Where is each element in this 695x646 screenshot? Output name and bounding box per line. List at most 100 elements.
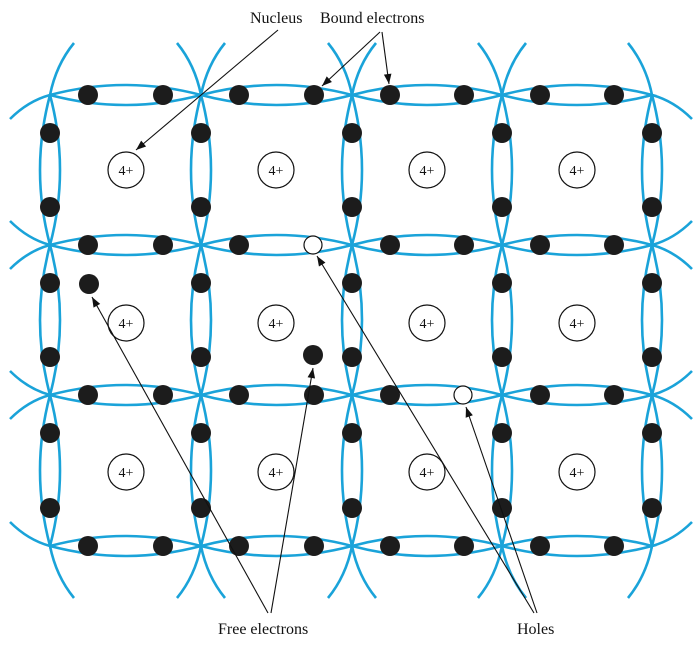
bond-edge [199, 42, 227, 96]
bound-electron [153, 385, 173, 405]
bound-electron [492, 273, 512, 293]
bound-electron [380, 385, 400, 405]
bound-electron [342, 123, 362, 143]
bond-edge [651, 393, 693, 420]
nucleus-charge-label: 4+ [269, 164, 284, 179]
bound-electron [604, 85, 624, 105]
bond-horizontal [200, 233, 358, 257]
bound-electron [530, 385, 550, 405]
bound-electron [191, 123, 211, 143]
nucleus-circle [257, 453, 295, 491]
free-electrons-label: Free electrons [218, 621, 309, 638]
bond-vertical [189, 394, 213, 552]
bond-edge [651, 93, 693, 120]
bond-edge [199, 545, 227, 599]
bound-electron [153, 536, 173, 556]
bond-edge [9, 370, 51, 397]
bond-vertical [490, 244, 514, 401]
bound-electron [191, 273, 211, 293]
bound-electron [78, 385, 98, 405]
bond-horizontal [200, 383, 358, 407]
bound-electron [604, 536, 624, 556]
hole [303, 235, 323, 255]
bound-electron [530, 536, 550, 556]
bond-vertical [189, 244, 213, 401]
bond-vertical [340, 394, 364, 552]
bond-edge [9, 521, 51, 548]
bound-electron [642, 347, 662, 367]
bound-electron [492, 498, 512, 518]
bond-horizontal [49, 233, 207, 257]
free-electron [79, 274, 99, 294]
bond-vertical [340, 94, 364, 251]
bond-vertical [640, 94, 664, 251]
bond-horizontal [351, 534, 508, 558]
nucleus-charge-label: 4+ [420, 164, 435, 179]
bond-edge [350, 545, 378, 599]
arrowhead [322, 76, 332, 86]
bound-electron [604, 385, 624, 405]
bound-electron [40, 423, 60, 443]
bound-electrons [40, 85, 662, 556]
holes-label: Holes [517, 621, 555, 638]
bound-electron [342, 347, 362, 367]
nucleus-circle [257, 151, 295, 189]
arrowhead [465, 407, 473, 418]
bound-electron [229, 235, 249, 255]
bond-edge [626, 42, 654, 96]
bound-electron [342, 423, 362, 443]
bond-edge [476, 545, 504, 599]
bound-electron [454, 536, 474, 556]
bound-electron [40, 273, 60, 293]
nucleus-charge-label: 4+ [269, 466, 284, 481]
bound-electron [153, 235, 173, 255]
bound-electron [454, 85, 474, 105]
nucleus-circle [257, 304, 295, 342]
nuclei: 4+4+4+4+4+4+4+4+4+4+4+4+ [107, 151, 596, 491]
bound-electron [342, 498, 362, 518]
bound-electron [492, 123, 512, 143]
bound-electron [530, 85, 550, 105]
bond-vertical [189, 94, 213, 251]
bound-electron [191, 347, 211, 367]
nucleus-circle [558, 151, 596, 189]
bound-electron [642, 123, 662, 143]
bound-electron [380, 536, 400, 556]
bond-edge [651, 370, 693, 397]
bond-horizontal [501, 534, 658, 558]
bound-electron [342, 197, 362, 217]
bond-edge [626, 545, 654, 599]
bound-electron [40, 123, 60, 143]
arrow-line [465, 406, 538, 614]
bond-edge [326, 545, 354, 599]
arrowhead [136, 140, 147, 150]
bond-edge [48, 42, 76, 96]
bond-horizontal [351, 83, 508, 107]
bond-vertical [340, 244, 364, 401]
bond-edge [476, 42, 504, 96]
bond-horizontal [501, 233, 658, 257]
arrowhead [92, 297, 101, 308]
bond-horizontal [200, 534, 358, 558]
nucleus-charge-label: 4+ [119, 466, 134, 481]
bond-vertical [490, 94, 514, 251]
nucleus-label: Nucleus [250, 10, 303, 27]
nucleus-charge-label: 4+ [570, 164, 585, 179]
bound-electron [229, 536, 249, 556]
nucleus-circle [408, 151, 446, 189]
bond-horizontal [501, 83, 658, 107]
bond-edge [500, 42, 528, 96]
bond-vertical [38, 394, 62, 552]
bound-electron [642, 498, 662, 518]
bound-electron [191, 197, 211, 217]
nucleus-circle [408, 304, 446, 342]
bound-electron [642, 197, 662, 217]
bond-edge [9, 393, 51, 420]
bond-horizontal [351, 383, 508, 407]
free-electrons-and-holes [79, 235, 473, 405]
bound-electron [342, 273, 362, 293]
hole [453, 385, 473, 405]
bound-electron [153, 85, 173, 105]
